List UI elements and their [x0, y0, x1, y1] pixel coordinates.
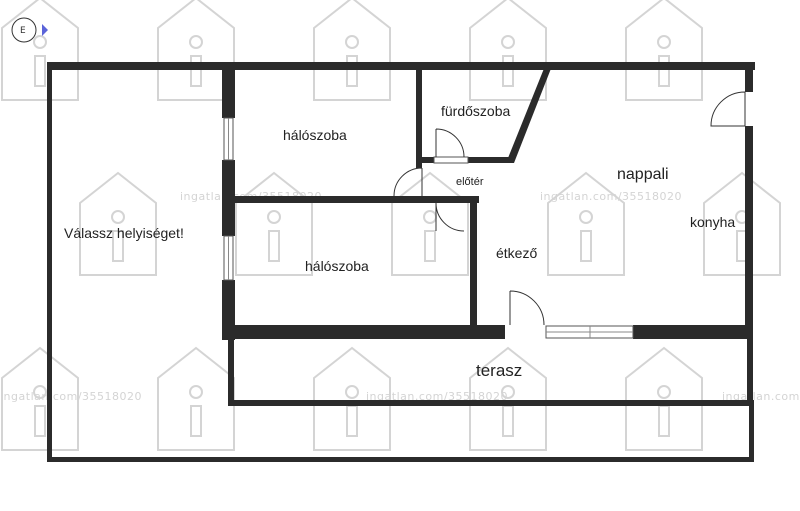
watermark-dot-icon [189, 385, 203, 399]
watermark-bar-icon [346, 405, 358, 437]
door-entry [710, 91, 746, 127]
watermark-house-icon [157, 346, 235, 451]
bathroom-diagonal-wall [506, 66, 552, 163]
terrace-bottom-wall [228, 400, 753, 406]
plot-wall-bottom [47, 457, 754, 462]
watermark-house-icon [469, 346, 547, 451]
label-furdoszoba: fürdőszoba [441, 103, 510, 119]
watermark-house-icon [391, 171, 469, 276]
doors [393, 91, 746, 326]
right-wall-lower [745, 126, 753, 338]
watermark-bar-icon [34, 55, 46, 87]
watermark-dot-icon [657, 385, 671, 399]
watermark-dot-icon [501, 35, 515, 49]
watermark-dot-icon [501, 385, 515, 399]
watermark-house-icon [1, 346, 79, 451]
watermark-dot-icon [657, 35, 671, 49]
top-wall [47, 62, 755, 70]
watermark-bar-icon [268, 230, 280, 262]
watermark-bar-icon [34, 405, 46, 437]
watermark-house-icon [235, 171, 313, 276]
label-eloter: előtér [456, 176, 484, 188]
apartment-bottom-wall-right [633, 325, 753, 339]
watermark-house-icon [703, 171, 781, 276]
watermark-house-icon [313, 346, 391, 451]
right-wall-upper [745, 62, 753, 92]
watermark-house-icon [625, 346, 703, 451]
watermark-dot-icon [111, 210, 125, 224]
watermark-house-icon [547, 171, 625, 276]
door-bedroom1 [393, 167, 423, 197]
watermark-bar-icon [190, 405, 202, 437]
compass-circle [11, 17, 37, 43]
watermark-dot-icon [33, 385, 47, 399]
watermark-bar-icon [346, 55, 358, 87]
watermark-text: ingatlan.com/35518020 [0, 390, 142, 403]
apartment-bottom-wall-left [222, 325, 505, 339]
label-haloszoba-top: hálószoba [283, 127, 347, 143]
compass-glyph: E [20, 26, 26, 36]
watermark-bar-icon [502, 405, 514, 437]
bedroom-left-wall-1 [222, 62, 235, 118]
watermark-dot-icon [423, 210, 437, 224]
watermark-dot-icon [345, 35, 359, 49]
label-konyha: konyha [690, 214, 735, 230]
bathroom-left-wall [416, 62, 422, 162]
watermark-bar-icon [424, 230, 436, 262]
walls [47, 62, 755, 462]
watermark-bar-icon [502, 55, 514, 87]
bedroom2-right-wall [470, 196, 477, 326]
label-haloszoba-bottom: hálószoba [305, 258, 369, 274]
watermark-bar-icon [658, 55, 670, 87]
plot-wall-left [47, 62, 52, 462]
watermark-dot-icon [579, 210, 593, 224]
label-nappali: nappali [617, 166, 669, 183]
watermark-bar-icon [580, 230, 592, 262]
watermark-text: ingatlan.com/35518020 [366, 390, 508, 403]
watermark-dot-icon [345, 385, 359, 399]
label-terasz: terasz [476, 361, 522, 380]
watermark-dot-icon [33, 35, 47, 49]
door-terrace [509, 290, 545, 326]
label-valassz: Válassz helyiséget! [64, 225, 184, 241]
terrace-left-wall [228, 339, 234, 406]
compass[interactable]: E [11, 17, 48, 43]
watermark-dot-icon [267, 210, 281, 224]
bedroom-divider-wall [235, 196, 479, 203]
label-etkezo: étkező [496, 245, 537, 261]
watermark-text: ingatlan.com/35518020 [540, 190, 682, 203]
door-bedroom2 [435, 202, 465, 232]
watermark-bar-icon [190, 55, 202, 87]
watermark-dot-icon [189, 35, 203, 49]
watermark-bar-icon [658, 405, 670, 437]
watermark-text: ingatlan.com/35518020 [722, 390, 800, 403]
watermark-layer: ingatlan.com/35518020 ingatlan.com/355180… [0, 0, 800, 451]
room-labels: Válassz helyiséget! hálószoba hálószoba … [64, 103, 735, 380]
compass-arrow-icon [42, 24, 48, 36]
terrace-right-wall [747, 339, 753, 406]
plot-wall-right-lower [749, 400, 754, 462]
windows [223, 117, 634, 339]
door-bathroom [435, 128, 465, 158]
watermark-house-icon [79, 171, 157, 276]
window-bathroom [433, 156, 469, 164]
watermark-bar-icon [112, 230, 124, 262]
bedroom-left-wall-2 [222, 160, 235, 236]
